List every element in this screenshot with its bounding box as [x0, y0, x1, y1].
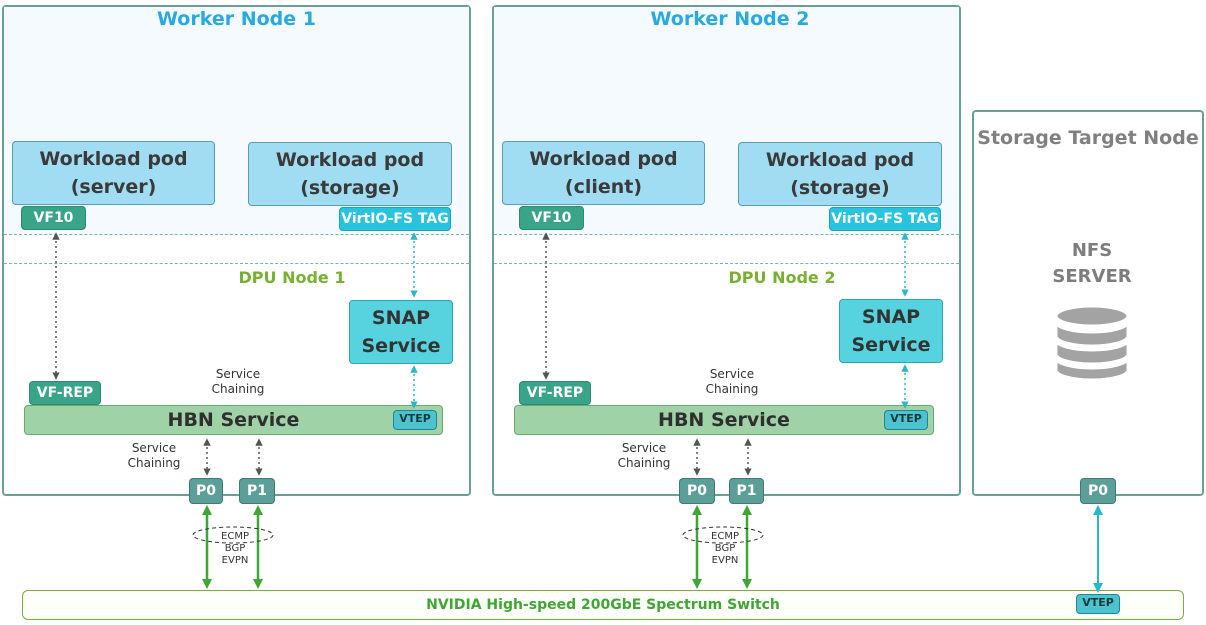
- snap-service-1[interactable]: SNAP Service: [349, 300, 453, 364]
- vf-rep-tag-1[interactable]: VF-REP: [29, 381, 101, 405]
- port-p1-2[interactable]: P1: [729, 478, 764, 504]
- virtio-fs-tag-1[interactable]: VirtIO-FS TAG: [339, 207, 451, 231]
- worker-node-1-title: Worker Node 1: [157, 8, 316, 30]
- snap-service-2[interactable]: SNAP Service: [839, 299, 943, 363]
- workload-pod-storage-1[interactable]: Workload pod (storage): [248, 142, 452, 206]
- virtio-fs-tag-2[interactable]: VirtIO-FS TAG: [829, 207, 941, 231]
- dpu-node-1-title: DPU Node 1: [238, 268, 346, 287]
- workload-pod-server[interactable]: Workload pod (server): [12, 141, 215, 205]
- vtep-badge-1: VTEP: [393, 410, 437, 430]
- pod-label-line1: Workload pod: [39, 148, 188, 170]
- snap-label-line2: Service: [851, 334, 931, 356]
- worker-node-2-title: Worker Node 2: [650, 8, 810, 30]
- switch-vtep-badge: VTEP: [1076, 594, 1120, 614]
- workload-pod-client[interactable]: Workload pod (client): [502, 141, 705, 205]
- storage-target-node: [972, 110, 1204, 496]
- hbn-service-2[interactable]: HBN Service: [514, 405, 934, 435]
- snap-label-line1: SNAP: [371, 307, 431, 329]
- service-chaining-label-bottom-2: Service Chaining: [617, 441, 671, 470]
- vtep-badge-2: VTEP: [884, 410, 928, 430]
- ecmp-bgp-evpn-label-2: ECMP BGP EVPN: [711, 531, 739, 566]
- dpu-node-2-area: [494, 263, 959, 494]
- port-p0-1[interactable]: P0: [189, 478, 223, 504]
- workload-pod-storage-2[interactable]: Workload pod (storage): [738, 142, 942, 206]
- service-chaining-label-top-2: Service Chaining: [705, 367, 759, 396]
- service-chaining-label-bottom-1: Service Chaining: [127, 441, 181, 470]
- dpu-node-2-title: DPU Node 2: [728, 268, 836, 287]
- pod-label-line1: Workload pod: [765, 149, 915, 171]
- snap-label-line1: SNAP: [861, 306, 921, 328]
- snap-label-line2: Service: [361, 335, 441, 357]
- port-p1-1[interactable]: P1: [239, 478, 275, 504]
- database-icon: [1054, 304, 1130, 382]
- pod-label-line2: (server): [70, 176, 157, 198]
- nfs-server-label: NFS SERVER: [1052, 240, 1132, 287]
- hbn-service-1[interactable]: HBN Service: [24, 405, 443, 435]
- port-p0-2[interactable]: P0: [679, 478, 715, 504]
- storage-target-node-title: Storage Target Node: [977, 127, 1199, 149]
- pod-label-line1: Workload pod: [529, 148, 678, 170]
- pod-label-line2: (storage): [790, 177, 890, 199]
- vf10-tag-1[interactable]: VF10: [21, 206, 86, 230]
- service-chaining-label-top-1: Service Chaining: [211, 367, 265, 396]
- port-p0-storage[interactable]: P0: [1080, 478, 1116, 504]
- pod-label-line1: Workload pod: [275, 149, 425, 171]
- spectrum-switch[interactable]: NVIDIA High-speed 200GbE Spectrum Switch: [22, 590, 1184, 620]
- pod-label-line2: (storage): [300, 177, 400, 199]
- pod-label-line2: (client): [564, 176, 643, 198]
- dpu-node-1-area: [4, 263, 469, 494]
- ecmp-bgp-evpn-label-1: ECMP BGP EVPN: [221, 531, 249, 566]
- vf-rep-tag-2[interactable]: VF-REP: [519, 381, 591, 405]
- vf10-tag-2[interactable]: VF10: [519, 206, 584, 230]
